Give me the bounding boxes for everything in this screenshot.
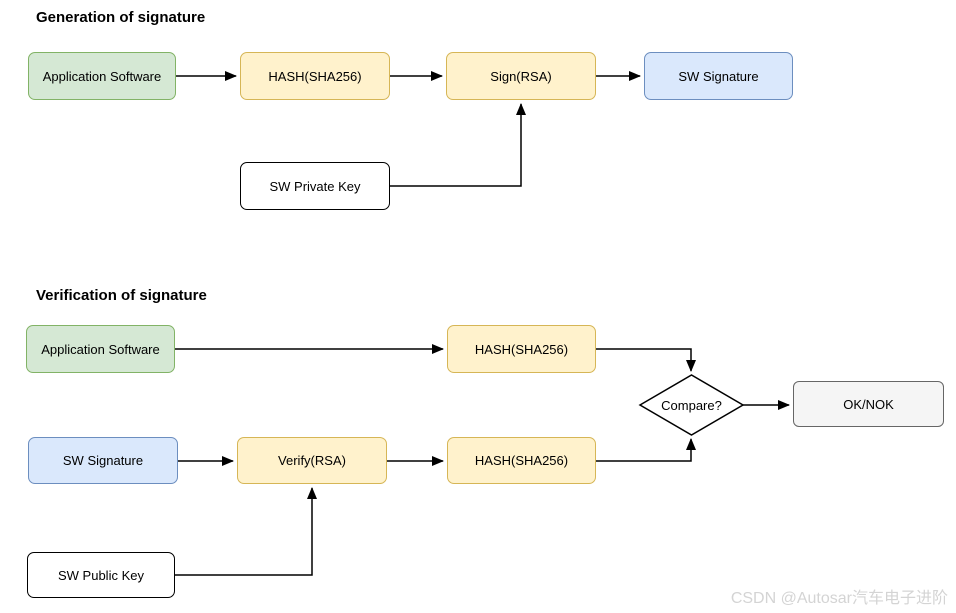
arrow-ver-publickey-to-verify [175,487,317,576]
arrow-gen-privatekey-to-sign [390,103,526,187]
node-gen-sw-signature: SW Signature [644,52,793,100]
arrow-ver-hashbottom-to-compare [596,438,696,462]
node-ver-sw-public-key: SW Public Key [27,552,175,598]
node-ver-sw-signature: SW Signature [28,437,178,484]
compare-diamond-label: Compare? [661,397,722,413]
node-gen-sw-private-key: SW Private Key [240,162,390,210]
generation-section-title: Generation of signature [36,9,206,26]
arrow-ver-hashtop-to-compare [596,348,696,372]
node-ver-application-software: Application Software [26,325,175,373]
compare-diamond [638,374,745,436]
node-gen-hash-sha256: HASH(SHA256) [240,52,390,100]
node-ver-verify-rsa: Verify(RSA) [237,437,387,484]
verification-section-title: Verification of signature [36,287,207,304]
node-ver-hash-sha256-bottom: HASH(SHA256) [447,437,596,484]
node-ver-ok-nok: OK/NOK [793,381,944,427]
node-gen-application-software: Application Software [28,52,176,100]
csdn-watermark: CSDN @Autosar汽车电子进阶 [730,590,948,607]
node-ver-hash-sha256-top: HASH(SHA256) [447,325,596,373]
node-gen-sign-rsa: Sign(RSA) [446,52,596,100]
